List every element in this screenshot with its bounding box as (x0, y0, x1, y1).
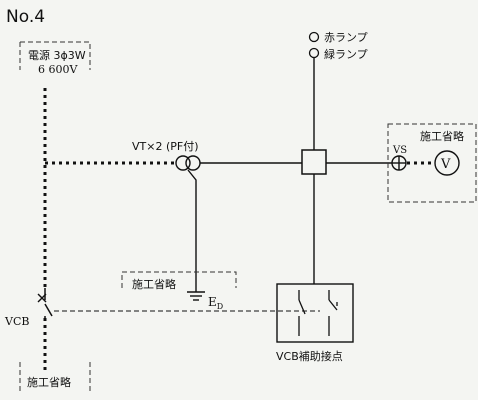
top-right-omitted-box: 施工省略 (387, 123, 477, 203)
power-source-label-line1: 電源 3ϕ3W (28, 48, 86, 62)
vcb-switch (37, 288, 53, 320)
junction-box (301, 149, 327, 175)
earth-lead (187, 169, 197, 292)
bottom-left-omitted-label: 施工省略 (27, 375, 71, 389)
earth-icon (187, 291, 205, 301)
vs-label: VS (392, 145, 407, 156)
power-source-label-line2: 6 600V (38, 63, 78, 76)
middle-omitted-box: 施工省略 (121, 271, 237, 291)
earth-label: ED (208, 295, 223, 311)
middle-omitted-label: 施工省略 (132, 277, 176, 291)
vs-icon (391, 155, 407, 171)
green-lamp-icon (308, 47, 320, 59)
vcb-aux-contacts-box (276, 283, 354, 343)
bottom-left-omitted-box: 施工省略 (19, 362, 91, 392)
voltmeter-label: V (440, 157, 451, 172)
green-lamp-label: 緑ランプ (324, 47, 368, 61)
vcb-aux-contacts-label: VCB補助接点 (276, 349, 343, 363)
red-lamp-icon (308, 31, 320, 43)
vt-symbol (175, 155, 201, 171)
power-source-box: 電源 3ϕ3W 6 600V (19, 41, 91, 76)
red-lamp-label: 赤ランプ (324, 31, 368, 44)
top-right-omitted-label: 施工省略 (420, 129, 464, 143)
vt-label: VT×2 (PF付) (132, 140, 199, 153)
problem-number: No.4 (6, 7, 45, 27)
vcb-label: VCB (4, 315, 29, 328)
voltmeter-icon (434, 150, 460, 176)
